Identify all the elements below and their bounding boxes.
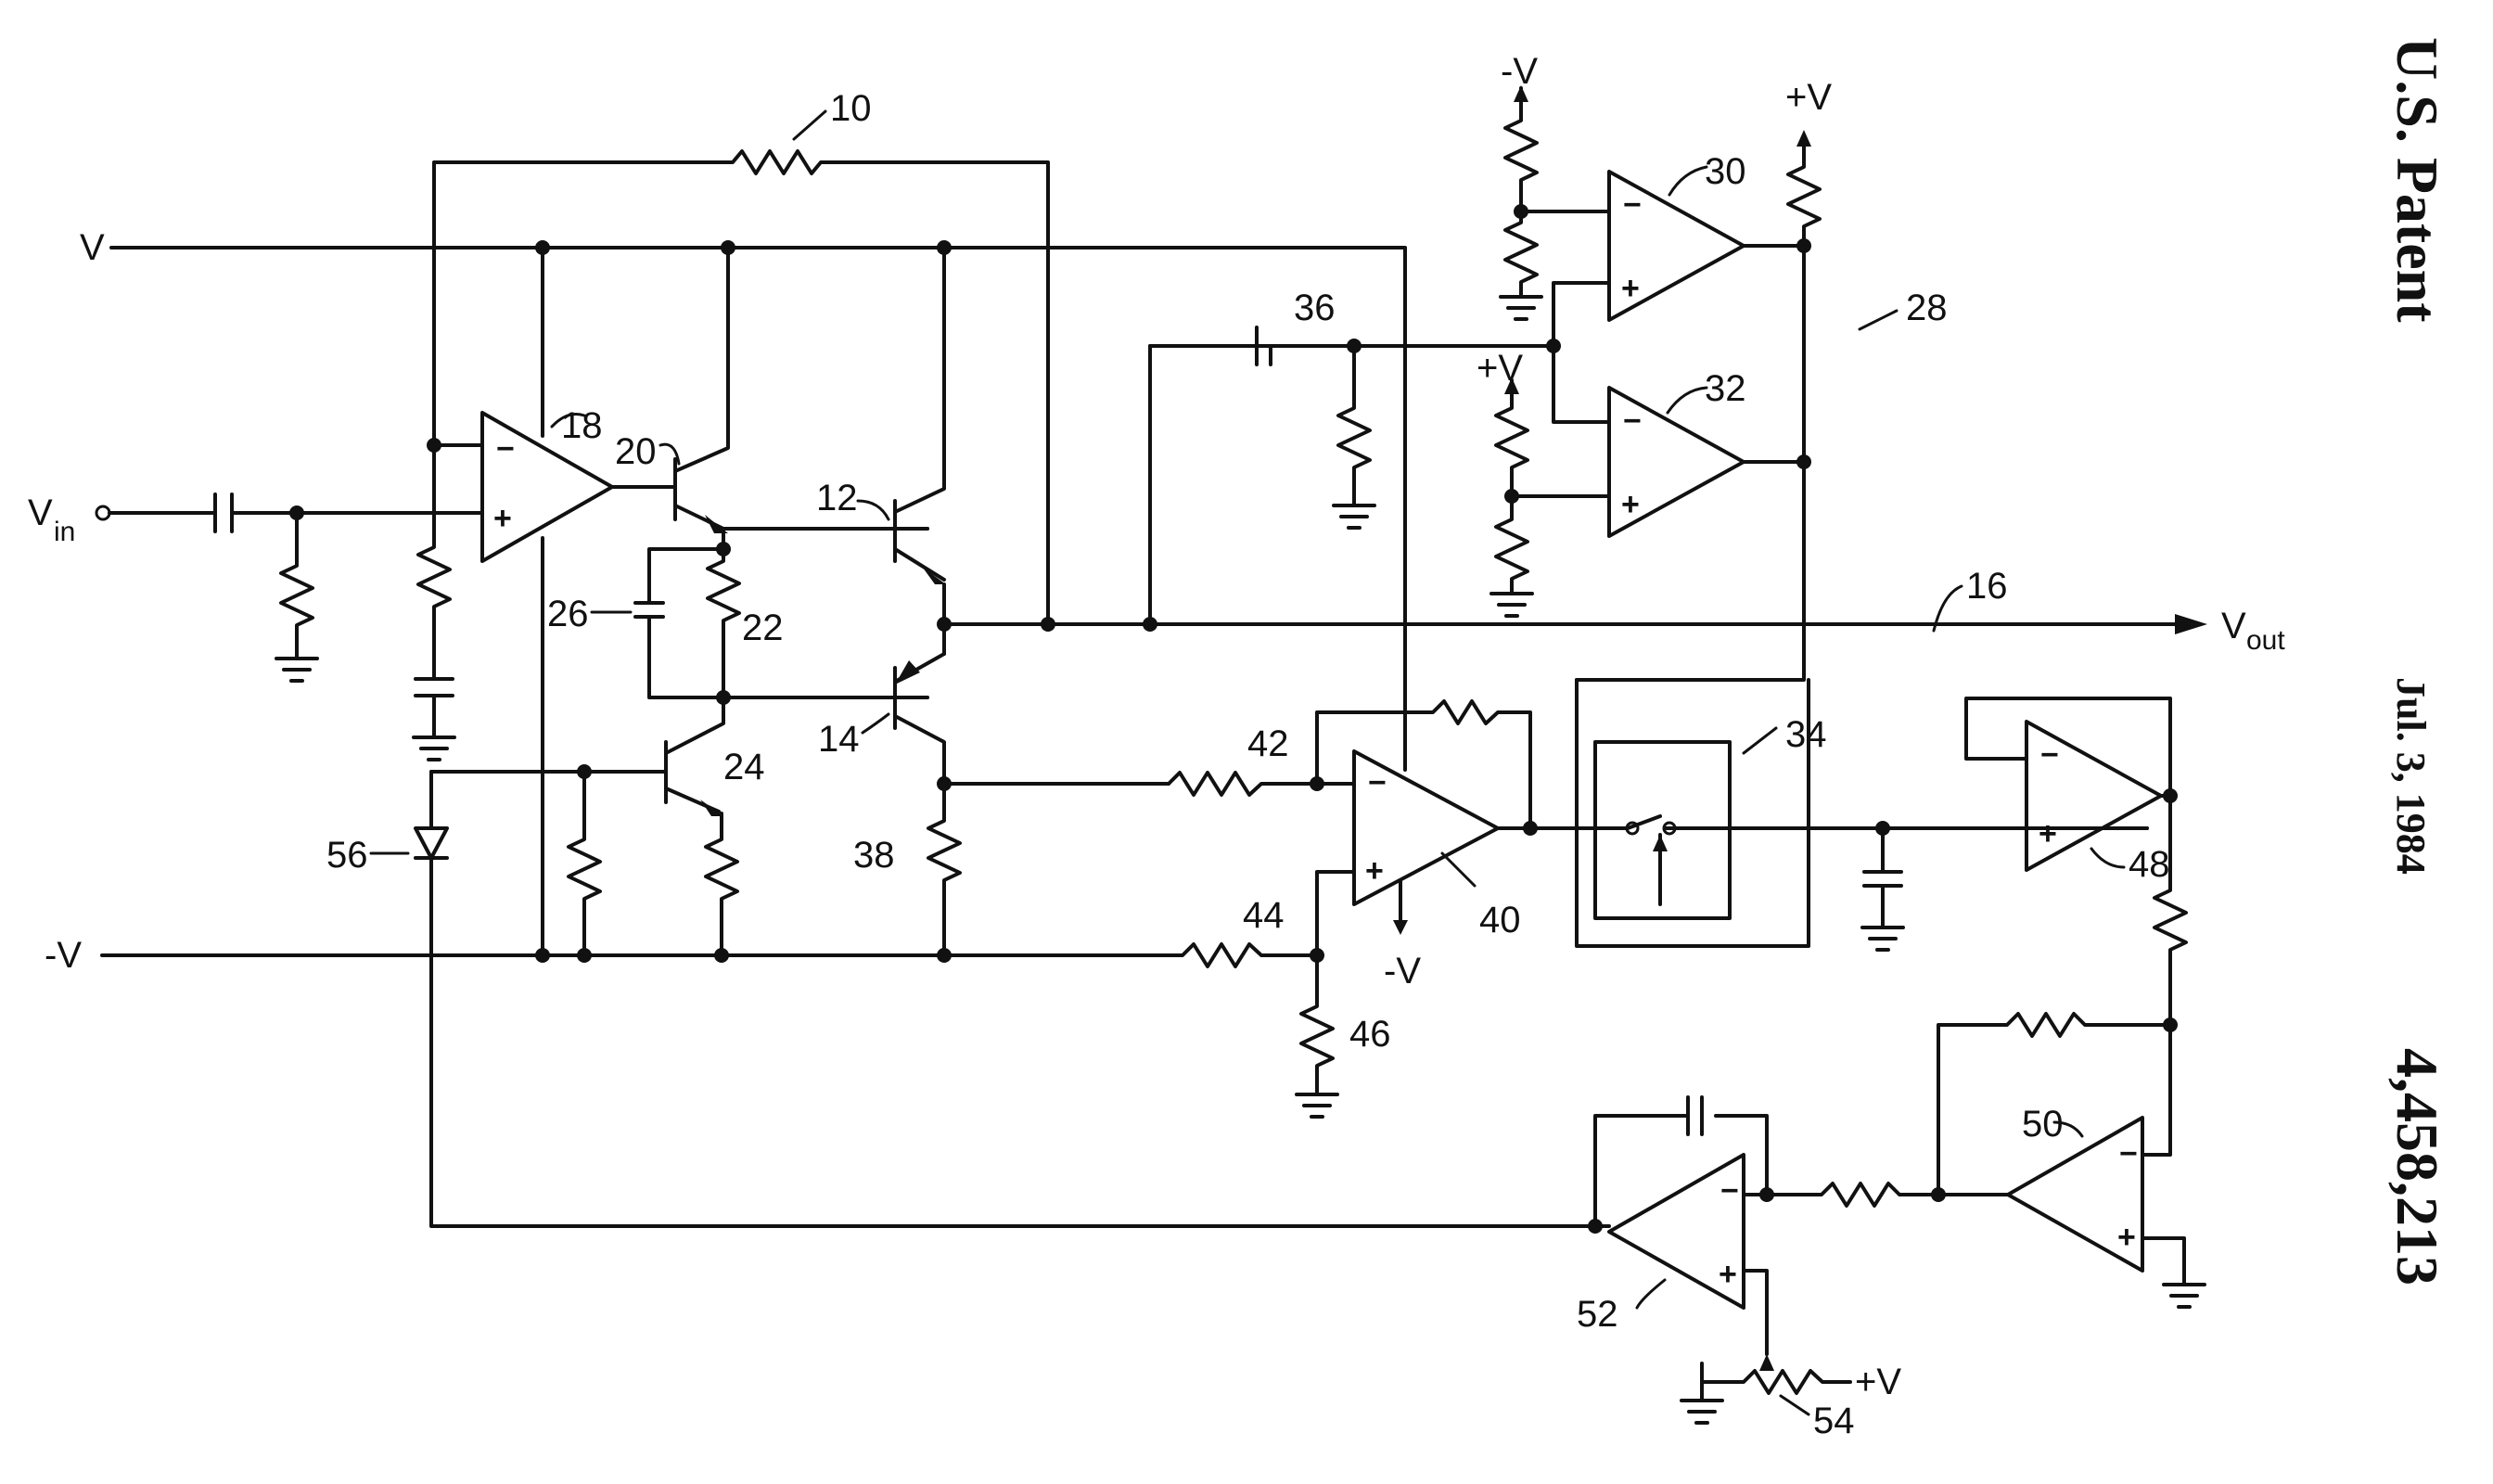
ref-50: 50: [2022, 1104, 2064, 1145]
opamp-52-minus: −: [1720, 1173, 1739, 1209]
ref-40: 40: [1479, 900, 1521, 940]
ref-18: 18: [561, 405, 603, 446]
vin-label: V: [28, 493, 53, 533]
ref-34: 34: [1785, 714, 1827, 755]
ref-12: 12: [816, 478, 858, 518]
ref-42: 42: [1247, 723, 1289, 764]
opamp-50-plus: +: [2117, 1220, 2136, 1255]
ref-14: 14: [818, 719, 860, 760]
integrator-input-resistor: [1765, 1182, 2010, 1208]
opamp-52: − + 52: [1577, 1095, 1769, 1356]
opamp-48-minus: −: [2040, 737, 2059, 773]
reference-ladder-left-top: -V: [1499, 51, 1611, 321]
transistor-24: 24: [429, 696, 765, 957]
ref-26: 26: [547, 594, 589, 634]
ref-22: 22: [742, 608, 784, 648]
input-capacitor: [108, 493, 484, 533]
reference-ladder-left-bottom: +V: [1477, 348, 1611, 618]
opamp-32-plus: +: [1621, 487, 1640, 522]
capacitor-36: 36: [1148, 288, 1376, 530]
opamp-52-plus: +: [1719, 1257, 1737, 1292]
opamp-30-minus: −: [1623, 187, 1642, 223]
bias-rc-network: [412, 443, 456, 761]
vin-subscript: in: [54, 517, 75, 547]
ref-46: 46: [1349, 1014, 1391, 1055]
neg-v-amp40-label: -V: [1384, 951, 1421, 991]
ref-24: 24: [723, 747, 765, 787]
opamp-30: − + 30: [1607, 151, 1806, 322]
opamp-30-32-output-bus: +V 28: [1575, 77, 1948, 682]
v-supply-rail: V: [80, 227, 1407, 772]
ref-44: 44: [1243, 895, 1285, 936]
junction-dots: [289, 204, 2178, 1234]
opamp-48-plus: +: [2039, 816, 2057, 851]
ref-36: 36: [1294, 288, 1336, 328]
input-terminal: V in: [28, 493, 111, 547]
opamp-50-minus: −: [2119, 1136, 2138, 1171]
opamp-32-minus: −: [1623, 403, 1642, 439]
ref-10: 10: [830, 88, 872, 129]
resistor-42: 42: [1167, 723, 1356, 797]
ref-16: 16: [1966, 566, 2008, 607]
patent-number: 4,458,213: [2384, 1048, 2450, 1286]
v-supply-label: V: [80, 227, 105, 268]
neg-v-top-label: -V: [1501, 51, 1538, 92]
transistor-12: 12: [816, 246, 946, 584]
pos-v-pot54-label: +V: [1855, 1362, 1901, 1402]
resistor-22-capacitor-26: 22 26: [547, 527, 929, 699]
hold-capacitor: [1860, 826, 1905, 952]
resistor-44: 44: [1157, 870, 1356, 968]
ref-54: 54: [1813, 1401, 1855, 1441]
output-divider: [1937, 794, 2188, 1198]
ref-52: 52: [1577, 1294, 1618, 1335]
opamp-40-minus: −: [1368, 765, 1387, 800]
opamp-18: − + 18: [432, 246, 614, 957]
pos-v-top-label: +V: [1785, 77, 1832, 118]
neg-v-supply-label: -V: [45, 935, 82, 976]
patent-office-label: U.S. Patent: [2384, 37, 2450, 323]
opamp-30-32-interconnect: [1148, 281, 1611, 626]
resistor-38: 38: [853, 782, 1170, 957]
vout-label: V: [2221, 606, 2246, 646]
neg-v-supply-rail: -V: [45, 935, 1161, 976]
ref-32: 32: [1705, 368, 1746, 409]
opamp-18-plus: +: [493, 501, 512, 536]
opamp-48: − + 48: [1964, 697, 2172, 885]
diode-56: 56: [326, 770, 1597, 1228]
opamp-32: − + 32: [1607, 368, 1806, 538]
ref-38: 38: [853, 835, 895, 876]
ref-30: 30: [1705, 151, 1746, 192]
opamp-30-plus: +: [1621, 271, 1640, 306]
input-shunt-resistor: [275, 511, 319, 683]
ref-56: 56: [326, 835, 368, 876]
feedback-resistor-10: 10: [432, 88, 1050, 626]
ref-20: 20: [615, 431, 657, 472]
transistor-20: 20: [610, 246, 929, 533]
switch-34: 34: [1575, 678, 2149, 948]
opamp-40-plus: +: [1365, 853, 1384, 889]
ref-28: 28: [1906, 288, 1948, 328]
opamp-18-minus: −: [496, 431, 515, 467]
opamp-40: − + -V 40: [1315, 699, 1588, 991]
potentiometer-54: +V 54: [1680, 1354, 1901, 1441]
patent-date: Jul. 3, 1984: [2388, 677, 2434, 875]
output-line-16: V out 16: [1046, 566, 2285, 656]
vout-subscript: out: [2246, 625, 2285, 656]
resistor-46: 46: [1295, 953, 1391, 1119]
opamp-50: − + 50: [2006, 1104, 2206, 1309]
pos-v-mid-label: +V: [1477, 348, 1523, 389]
ref-48: 48: [2129, 844, 2170, 885]
